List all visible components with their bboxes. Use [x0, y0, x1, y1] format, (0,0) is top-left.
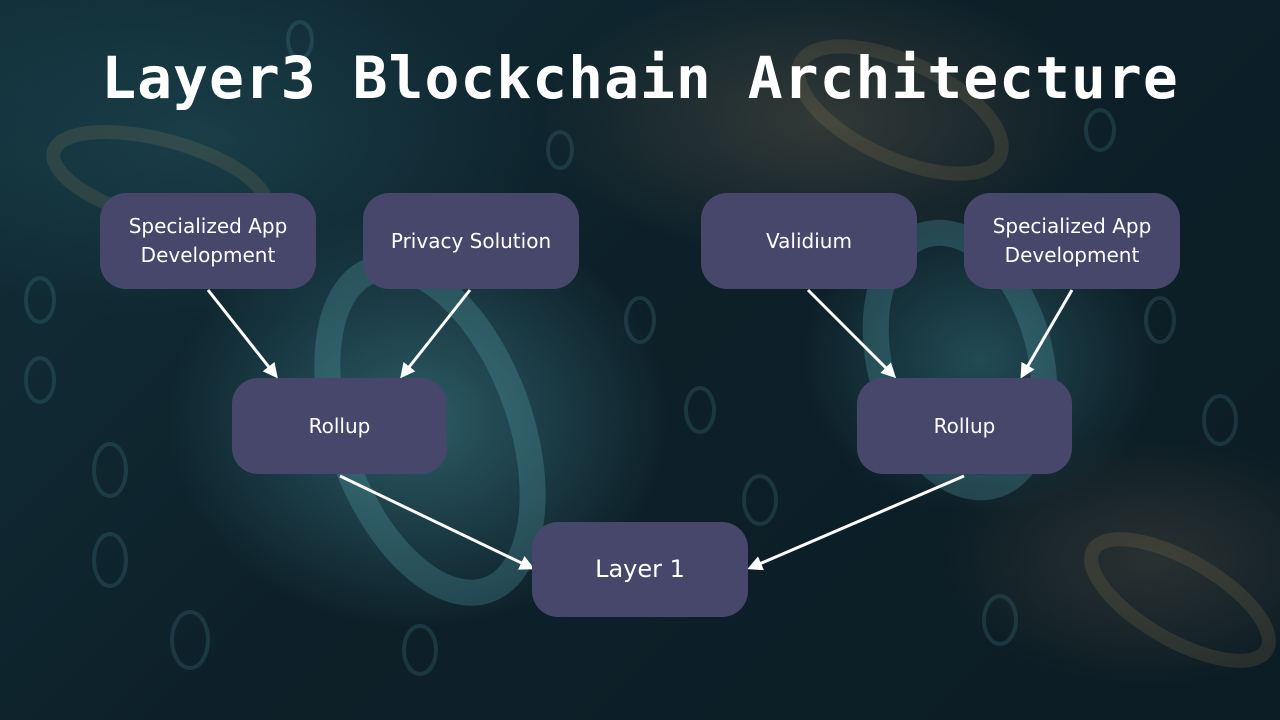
node-rollup-right: Rollup	[857, 378, 1072, 474]
page-title: Layer3 Blockchain Architecture	[101, 44, 1179, 112]
arrow-rollup-left-to-layer1	[339, 474, 535, 570]
node-privacy-solution: Privacy Solution	[363, 193, 579, 289]
node-specialized-app-right: Specialized App Development	[964, 193, 1180, 289]
node-validium: Validium	[701, 193, 917, 289]
arrow-rollup-right-to-layer1	[747, 474, 965, 571]
arrow-specialized-right-to-rollup-right	[1020, 289, 1074, 379]
node-label: Rollup	[933, 413, 996, 438]
node-rollup-left: Rollup	[232, 378, 447, 474]
node-specialized-app-left: Specialized App Development	[100, 193, 316, 289]
arrow-validium-to-rollup-right	[806, 288, 897, 379]
node-label: Specialized App Development	[128, 214, 288, 267]
node-label: Specialized App Development	[992, 214, 1152, 267]
node-label: Layer 1	[595, 555, 685, 583]
arrow-specialized-left-to-rollup-left	[206, 289, 278, 379]
arrow-privacy-to-rollup-left	[400, 289, 472, 379]
node-layer-1: Layer 1	[532, 522, 748, 617]
node-label: Validium	[766, 228, 852, 253]
node-label: Privacy Solution	[390, 228, 552, 253]
node-label: Rollup	[308, 413, 371, 438]
